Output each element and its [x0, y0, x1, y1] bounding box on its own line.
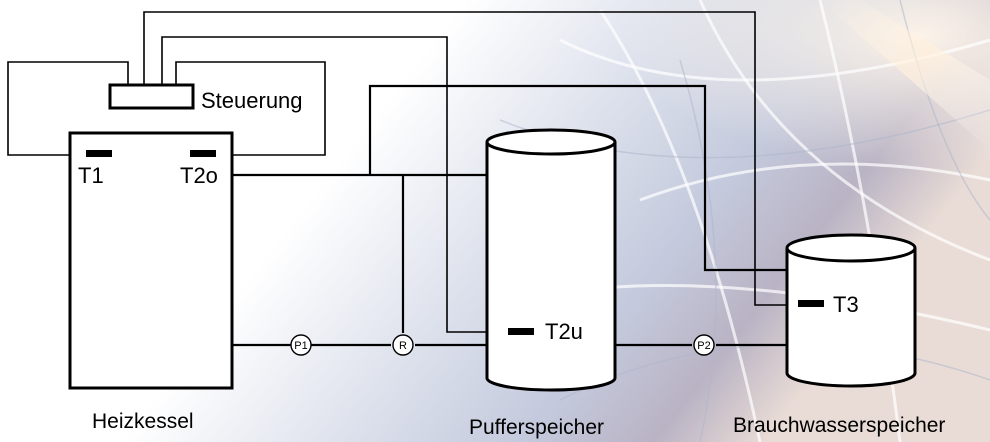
sensor-t3: [798, 300, 824, 307]
hotwater-caption: Brauchwasserspeicher: [733, 414, 945, 437]
valve-r-label: R: [399, 340, 407, 352]
sensor-t2o-label: T2o: [180, 163, 218, 188]
sensor-t2u: [508, 328, 534, 335]
wire-t2o: [175, 61, 326, 156]
sensor-t2u-label: T2u: [545, 319, 583, 344]
sensor-t2o: [190, 150, 216, 157]
boiler: T1 T2o: [68, 131, 234, 390]
wire-t3: [143, 11, 800, 306]
pump-p2-label: P2: [697, 340, 710, 352]
pipe-hotwater-supply: [368, 84, 787, 272]
sensor-t1-label: T1: [78, 163, 104, 188]
buffer-caption: Pufferspeicher: [469, 416, 604, 439]
connection-lines: [7, 11, 800, 333]
pipes: [232, 84, 787, 347]
pump-p2: P2: [693, 334, 715, 356]
controller: Steuerung: [108, 83, 303, 113]
pump-p1-label: P1: [294, 340, 307, 352]
valve-r: R: [392, 334, 414, 356]
sensor-t1: [86, 150, 112, 157]
controller-label: Steuerung: [201, 88, 303, 113]
buffer-tank: T2u: [485, 128, 617, 392]
wire-t1: [7, 61, 129, 156]
boiler-caption: Heizkessel: [92, 410, 194, 433]
sensor-t3-label: T3: [833, 292, 859, 317]
hotwater-tank: T3: [785, 233, 917, 388]
pump-p1: P1: [290, 334, 312, 356]
wire-t2u: [161, 36, 510, 333]
